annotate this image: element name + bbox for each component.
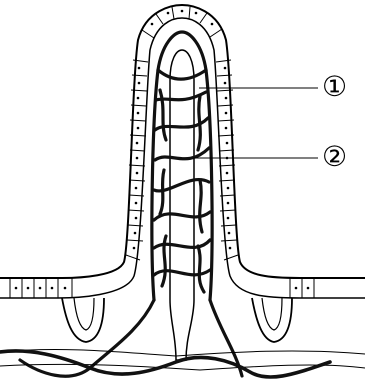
crypt-left [62,298,104,342]
crypt-right [252,298,292,342]
crypt-left-inner [74,298,94,330]
label-one: ① [322,73,347,101]
capillary-network [20,32,242,376]
crypt-right-inner [262,298,282,330]
label-two: ② [322,143,347,171]
central-lacteal [170,50,194,360]
